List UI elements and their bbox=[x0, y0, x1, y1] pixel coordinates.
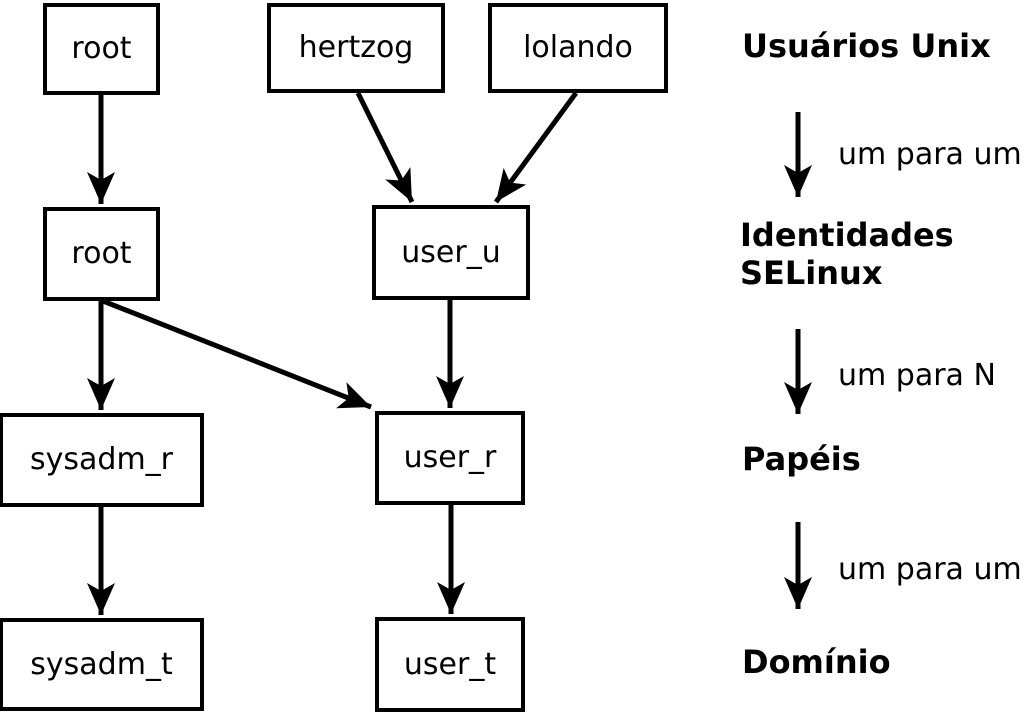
node-role-sysadm-r: sysadm_r bbox=[0, 413, 204, 507]
legend-selinux-identities-line1: Identidades bbox=[740, 216, 954, 254]
node-unix-lolando: lolando bbox=[488, 3, 668, 93]
node-label: hertzog bbox=[298, 30, 414, 65]
node-label: lolando bbox=[523, 30, 633, 65]
node-unix-root: root bbox=[43, 3, 160, 95]
node-label: user_t bbox=[403, 646, 497, 682]
node-domain-user-t: user_t bbox=[375, 617, 525, 712]
node-role-user-r: user_r bbox=[375, 411, 525, 505]
node-domain-sysadm-t: sysadm_t bbox=[0, 618, 204, 711]
node-label: user_r bbox=[403, 440, 497, 475]
legend-roles-label: Papéis bbox=[742, 440, 861, 478]
legend-one-to-one-label-2: um para um bbox=[838, 552, 1022, 587]
node-label: user_u bbox=[401, 234, 501, 270]
arrow-selinux-root-to-user-r bbox=[102, 298, 372, 410]
node-label: sysadm_t bbox=[30, 646, 173, 682]
legend-one-to-one-label-1: um para um bbox=[838, 137, 1022, 172]
node-selinux-user-u: user_u bbox=[372, 205, 530, 300]
legend-selinux-identities-label: Identidades SELinux bbox=[740, 216, 954, 292]
arrow-lolando-to-user-u bbox=[493, 91, 579, 204]
node-selinux-root: root bbox=[43, 207, 160, 301]
node-label: root bbox=[71, 31, 132, 66]
arrow-hertzog-to-user-u bbox=[355, 91, 415, 204]
legend-unix-users-label: Usuários Unix bbox=[742, 27, 991, 65]
node-unix-hertzog: hertzog bbox=[267, 3, 445, 93]
legend-selinux-identities-line2: SELinux bbox=[740, 254, 883, 292]
node-label: root bbox=[71, 236, 132, 271]
legend-domain-label: Domínio bbox=[742, 643, 891, 681]
legend-one-to-n-label: um para N bbox=[838, 358, 996, 393]
node-label: sysadm_r bbox=[30, 442, 173, 477]
